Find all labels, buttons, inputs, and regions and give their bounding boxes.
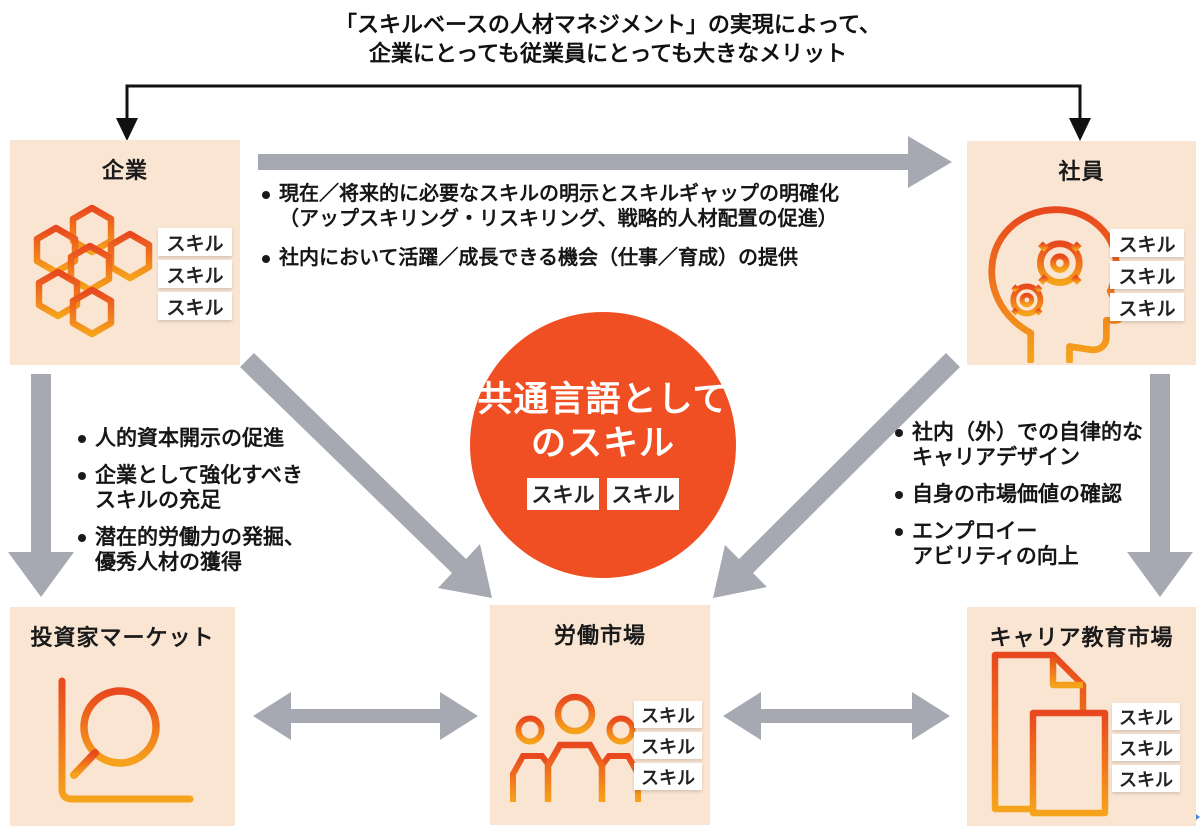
note-item: 人的資本開示の促進 xyxy=(78,426,350,451)
skill-badge: スキル xyxy=(1110,261,1184,289)
company-skill-badges: スキル スキル スキル xyxy=(158,228,232,320)
note-item: 自身の市場価値の確認 xyxy=(895,482,1157,507)
note-item: 企業として強化すべき スキルの充足 xyxy=(78,463,350,513)
note-subtext: （アップスキリング・リスキリング、戦略的人材配置の促進） xyxy=(279,208,838,230)
people-group-icon xyxy=(510,693,641,802)
labor-skill-badges: スキル スキル スキル xyxy=(634,701,702,790)
company-box-title: 企業 xyxy=(101,158,148,183)
diagram-title: 「スキルベースの人材マネジメント」の実現によって、 企業にとっても従業員にとって… xyxy=(0,10,1200,68)
circle-text-line1: 共通言語として xyxy=(477,380,729,419)
note-text: エンプロイー アビリティの向上 xyxy=(912,520,1079,568)
arrow-company-to-employee xyxy=(258,136,952,188)
note-text: 企業として強化すべき スキルの充足 xyxy=(95,464,303,512)
note-item: 社内（外）での自律的な キャリアデザイン xyxy=(895,420,1157,470)
career-education-market-box-title: キャリア教育市場 xyxy=(989,625,1174,650)
note-text: 社内（外）での自律的な キャリアデザイン xyxy=(912,421,1143,469)
career-education-market-box: キャリア教育市場 xyxy=(967,607,1196,826)
chart-magnifier-icon xyxy=(58,677,194,803)
skill-badge: スキル xyxy=(1112,703,1180,730)
note-text: 現在／将来的に必要なスキルの明示とスキルギャップの明確化 xyxy=(279,183,839,205)
bullet-dot xyxy=(895,528,903,536)
documents-icon xyxy=(991,651,1109,817)
note-item: 現在／将来的に必要なスキルの明示とスキルギャップの明確化 （アップスキリング・リ… xyxy=(262,182,922,232)
note-item: エンプロイー アビリティの向上 xyxy=(895,519,1157,569)
skill-badge: スキル xyxy=(634,763,702,790)
bullet-dot xyxy=(78,534,86,542)
note-item: 社内において活躍／成長できる機会（仕事／育成）の提供 xyxy=(262,246,922,271)
note-text: 潜在的労働力の発掘、 優秀人材の獲得 xyxy=(95,526,305,574)
labor-market-box-title: 労働市場 xyxy=(553,623,646,648)
bullet-dot xyxy=(78,472,86,480)
bullet-dot xyxy=(262,255,270,263)
diagram-title-line1: 「スキルベースの人材マネジメント」の実現によって、 xyxy=(334,12,882,37)
circle-text-line2: のスキル xyxy=(530,424,675,463)
bullet-dot xyxy=(262,191,270,199)
hexagon-skill-cluster-icon xyxy=(33,204,153,338)
investor-market-box-title: 投資家マーケット xyxy=(30,625,215,650)
skill-badge: スキル xyxy=(1110,293,1184,321)
note-text: 社内において活躍／成長できる機会（仕事／育成）の提供 xyxy=(279,247,798,269)
career-skill-badges: スキル スキル スキル xyxy=(1112,703,1180,792)
bullet-dot xyxy=(78,435,86,443)
note-item: 潜在的労働力の発掘、 優秀人材の獲得 xyxy=(78,525,350,575)
investor-market-box: 投資家マーケット xyxy=(10,607,235,826)
arrow-labor-career-bidirectional xyxy=(723,692,950,740)
title-bracket-line xyxy=(125,84,1082,122)
labor-market-box: 労働市場 スキル スキル スキル xyxy=(490,605,710,825)
common-language-circle: 共通言語として のスキル スキル スキル xyxy=(470,312,736,578)
note-text: 自身の市場価値の確認 xyxy=(912,483,1122,506)
skill-badge: スキル xyxy=(158,228,232,256)
note-text: 人的資本開示の促進 xyxy=(95,427,284,450)
skill-badge: スキル xyxy=(158,292,232,320)
skill-badge: スキル xyxy=(1112,734,1180,761)
skill-badge: スキル xyxy=(158,260,232,288)
employee-skill-badges: スキル スキル スキル xyxy=(1110,229,1184,321)
employee-box: 社員 xyxy=(967,141,1196,365)
skill-badge: スキル xyxy=(1110,229,1184,257)
arrow-company-to-investor xyxy=(8,374,74,597)
circle-skill-badges: スキル スキル xyxy=(470,478,736,510)
employee-benefits-notes: 社内（外）での自律的な キャリアデザイン 自身の市場価値の確認 エンプロイー ア… xyxy=(895,420,1157,581)
skill-badge: スキル xyxy=(607,478,679,510)
bullet-dot xyxy=(895,429,903,437)
top-benefits-notes: 現在／将来的に必要なスキルの明示とスキルギャップの明確化 （アップスキリング・リ… xyxy=(262,182,922,283)
diagram-title-line2: 企業にとっても従業員にとっても大きなメリット xyxy=(368,41,848,66)
skill-badge: スキル xyxy=(527,478,599,510)
skill-badge: スキル xyxy=(1112,765,1180,792)
skill-badge: スキル xyxy=(634,732,702,759)
skill-badge: スキル xyxy=(634,701,702,728)
company-box: 企業 スキル スキル スキル xyxy=(10,140,240,365)
investor-benefits-notes: 人的資本開示の促進 企業として強化すべき スキルの充足 潜在的労働力の発掘、 優… xyxy=(78,426,350,587)
head-with-gears-icon xyxy=(988,206,1125,363)
bracket-arrowhead-right xyxy=(1069,118,1091,141)
arrow-investor-labor-bidirectional xyxy=(253,692,478,740)
bullet-dot xyxy=(895,491,903,499)
employee-box-title: 社員 xyxy=(1058,159,1105,184)
bracket-arrowhead-left xyxy=(116,118,138,141)
